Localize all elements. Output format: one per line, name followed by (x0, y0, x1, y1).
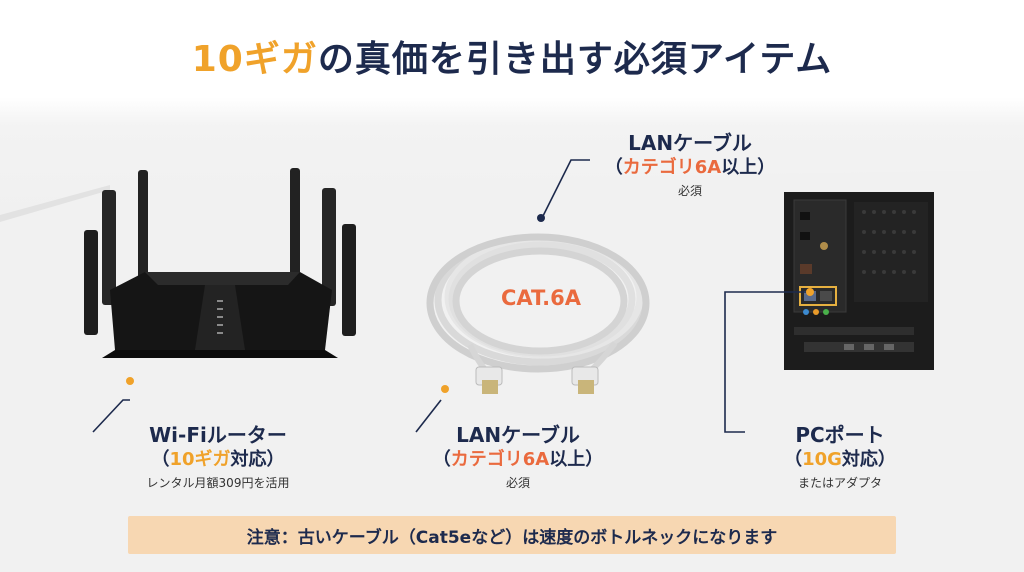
router-label-highlight: 10ギガ (169, 449, 231, 470)
lan-cable-coil-icon (426, 233, 650, 394)
notice-text: 注意：古いケーブル（Cat5eなど）は速度のボトルネックになります (246, 527, 778, 548)
pc-port-open-paren: （ (784, 449, 803, 470)
cable-bottom-open-paren: （ (432, 449, 451, 470)
pc-port-after: 対応） (841, 449, 896, 470)
cable-top-label: LANケーブル （カテゴリ6A以上） 必須 (590, 130, 790, 200)
router-label-spec: （10ギガ対応） (118, 448, 318, 472)
router-label-note: レンタル月額309円を活用 (146, 476, 290, 490)
pc-port-label: PCポート （10G対応） またはアダプタ (760, 422, 920, 492)
cable-bottom-spec: （カテゴリ6A以上） (418, 448, 618, 472)
title-highlight: 10ギガ (191, 39, 318, 80)
router-open-paren: （ (151, 449, 170, 470)
pc-port-highlight: 10G (802, 449, 842, 470)
cable-bottom-label: LANケーブル （カテゴリ6A以上） 必須 (418, 422, 618, 492)
page-title: 10ギガの真価を引き出す必須アイテム (0, 30, 1024, 82)
cable-top-note: 必須 (677, 184, 702, 198)
cable-print-label: CAT.6A (500, 286, 581, 310)
wifi-router-icon (84, 168, 356, 358)
cable-top-open-paren: （ (604, 157, 623, 178)
pc-port-spec: （10G対応） (760, 448, 920, 472)
router-label-after: 対応） (230, 449, 285, 470)
router-label-title: Wi-Fiルーター (149, 423, 287, 447)
cable-bottom-after: 以上） (549, 449, 604, 470)
notice-banner: 注意：古いケーブル（Cat5eなど）は速度のボトルネックになります (128, 516, 896, 554)
cable-top-after: 以上） (721, 157, 776, 178)
cable-top-title: LANケーブル (628, 131, 752, 155)
pc-tower-icon (784, 192, 934, 370)
cable-bottom-title: LANケーブル (456, 423, 580, 447)
cable-top-spec: （カテゴリ6A以上） (590, 156, 790, 180)
router-label: Wi-Fiルーター （10ギガ対応） レンタル月額309円を活用 (118, 422, 318, 492)
cable-bottom-highlight: カテゴリ6A (450, 449, 550, 470)
pc-port-title: PCポート (795, 423, 885, 447)
cable-top-highlight: カテゴリ6A (622, 157, 722, 178)
title-rest: の真価を引き出す必須アイテム (317, 39, 833, 80)
cable-bottom-note: 必須 (505, 476, 530, 490)
pc-port-note: またはアダプタ (797, 476, 882, 490)
